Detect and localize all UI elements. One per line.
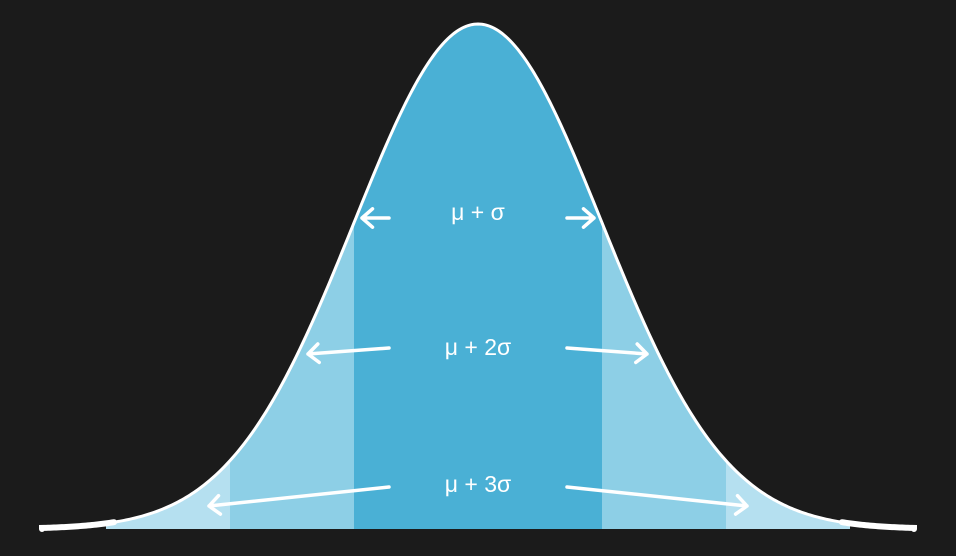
two-sigma-label: μ + 2σ [445,334,511,360]
two-sigma-left-arrow-icon [306,342,391,365]
bell-curve-group [39,22,917,532]
bell-curve-outline [41,22,915,530]
one-sigma-right-arrow-icon [565,207,596,229]
three-sigma-label: μ + 3σ [445,471,511,497]
three-sigma-band: μ + 3σ [207,471,749,516]
one-sigma-band: μ + σ [360,199,596,229]
three-sigma-left-arrow-icon [207,485,391,516]
one-sigma-label: μ + σ [451,199,505,225]
two-sigma-right-arrow-icon [565,342,649,365]
one-sigma-region [354,24,602,529]
two-sigma-band: μ + 2σ [306,334,649,365]
three-sigma-right-arrow-icon [565,485,749,516]
one-sigma-left-arrow-icon [360,207,391,229]
